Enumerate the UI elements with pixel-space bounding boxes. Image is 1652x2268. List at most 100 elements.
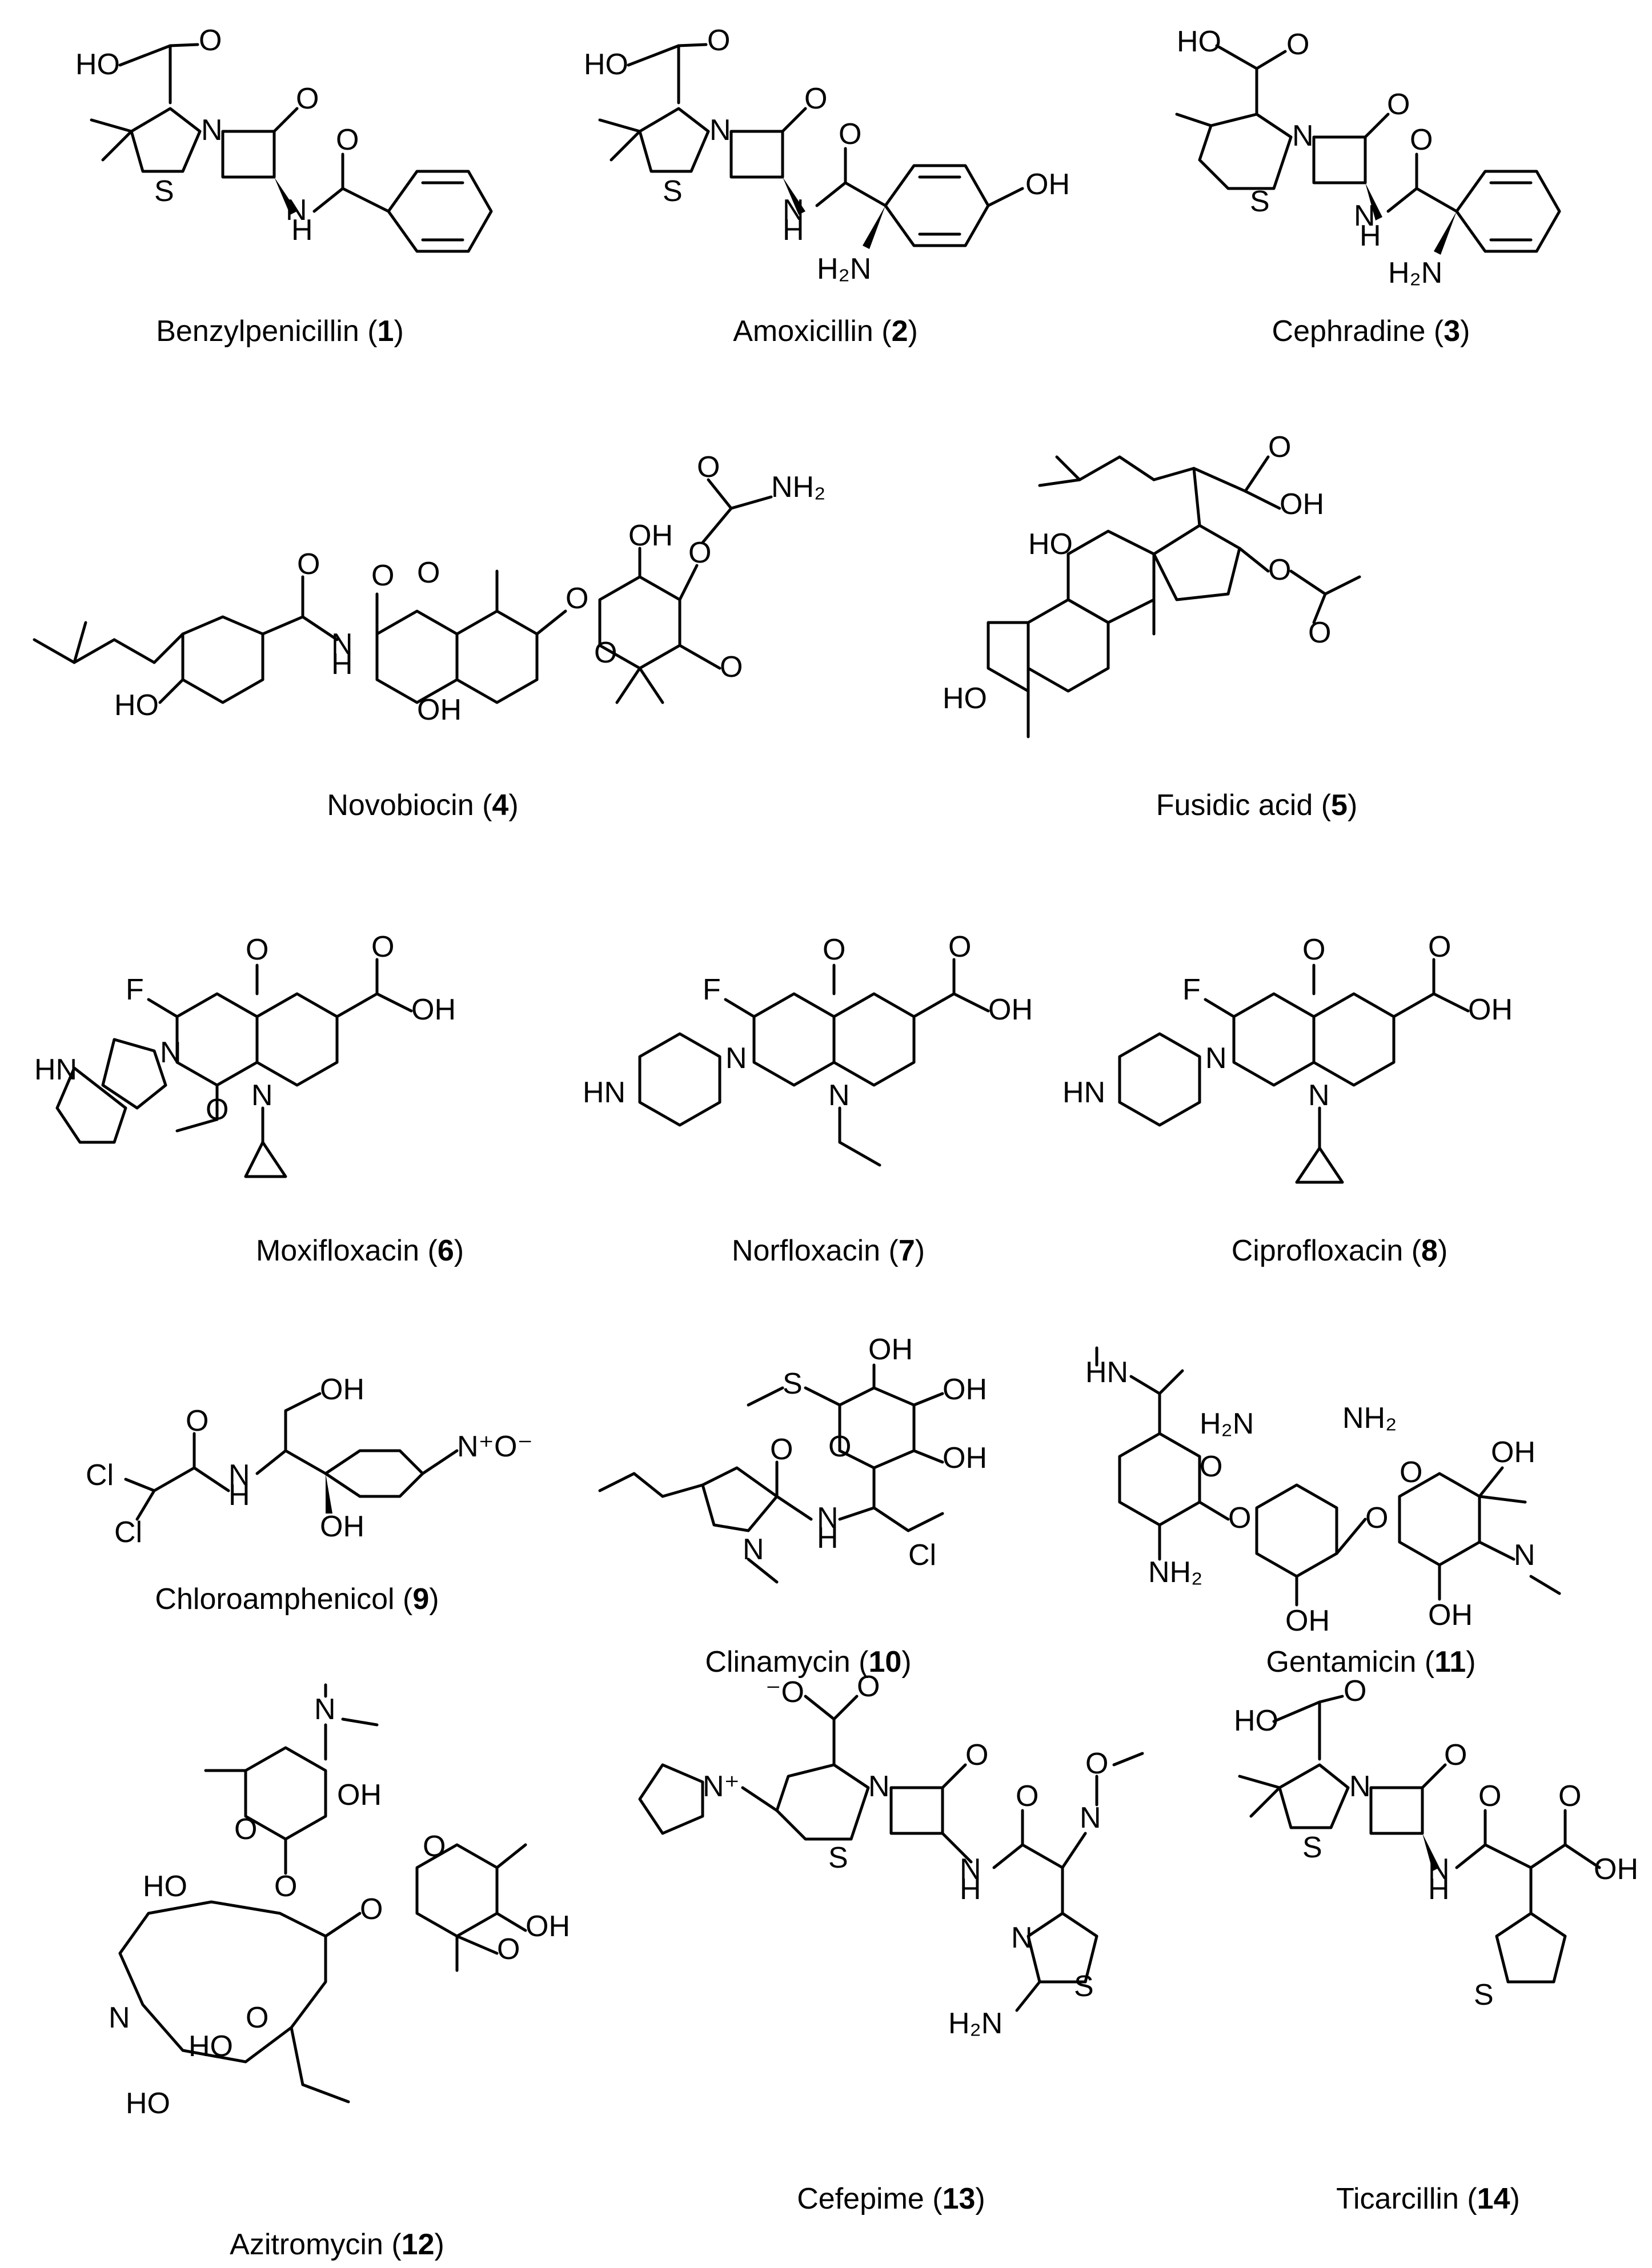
atom-label: OH [1428, 1599, 1473, 1632]
atom-label: O [1344, 1675, 1366, 1708]
atom-label: H [960, 1873, 981, 1906]
atom-label: O [720, 651, 743, 684]
atom-label: O [828, 1430, 851, 1463]
atom-label: H [783, 214, 804, 247]
compound-number: 11 [1434, 1645, 1466, 1679]
atom-label: H [228, 1479, 250, 1512]
compound-number: 3 [1444, 315, 1461, 348]
atom-label: O [423, 1830, 446, 1863]
compound-number: 8 [1421, 1234, 1438, 1267]
compound-caption: Cefepime (13) [797, 2182, 985, 2215]
atom-label: OH [1491, 1436, 1535, 1469]
compound-name: Ticarcillin [1336, 2182, 1459, 2215]
atom-label: HO [114, 689, 159, 722]
atom-label: HO [1234, 1704, 1278, 1737]
compound-caption: Ticarcillin (14) [1336, 2182, 1520, 2215]
atom-label: OH [417, 693, 462, 726]
atom-label: S [828, 1841, 848, 1874]
atom-label: O [804, 82, 827, 115]
atom-label: H [817, 1522, 839, 1555]
compound-name: Cefepime [797, 2182, 924, 2215]
atom-label: S [663, 175, 683, 208]
atom-label: NH₂ [1342, 1402, 1397, 1435]
atom-label: Cl [86, 1459, 114, 1492]
gentamicin-structure: HN O NH₂ O H₂N NH₂ OH O O OH OH N [1085, 1346, 1561, 1637]
atom-label: N [331, 628, 353, 661]
atom-label: O [417, 556, 440, 589]
atom-label: OH [1280, 488, 1324, 521]
atom-label: N [743, 1533, 764, 1566]
atom-label: N [1308, 1079, 1330, 1112]
atom-label: OH [1594, 1853, 1638, 1886]
compound-number: 9 [412, 1583, 430, 1616]
atom-label: O [1428, 930, 1451, 964]
atom-label: O [857, 1670, 880, 1703]
atom-label: O [246, 933, 268, 966]
atom-label: S [1074, 1970, 1094, 2003]
atom-label: O [1286, 28, 1309, 61]
atom-label: HO [1028, 528, 1073, 561]
atom-label: HO [189, 2030, 233, 2063]
atom-label: N [201, 114, 223, 147]
atom-label: N [1354, 199, 1376, 232]
ciprofloxacin-structure: O O OH F N N HN [1062, 930, 1513, 1184]
atom-label: O [274, 1870, 297, 1903]
atom-label: S [783, 1367, 803, 1400]
amoxicillin-structure: HO O S N O H N O H₂N OH [584, 24, 1070, 286]
atom-label: O [1016, 1780, 1038, 1813]
moxifloxacin-structure: O O OH F N O N HN [34, 930, 456, 1178]
compound-number: 5 [1331, 789, 1348, 822]
atom-label: OH [526, 1910, 570, 1943]
atom-label: OH [1025, 168, 1070, 201]
atom-label: O [360, 1893, 383, 1926]
compound-caption: Norfloxacin (7) [731, 1234, 925, 1267]
atom-label: NH₂ [771, 471, 825, 504]
atom-label: OH [868, 1333, 913, 1366]
atom-label: HO [126, 2087, 170, 2120]
compound-caption: Fusidic acid (5) [1156, 789, 1358, 822]
atom-label: O [1268, 553, 1291, 587]
atom-label: HO [943, 682, 987, 715]
atom-label: O [823, 933, 845, 966]
compound-number: 13 [942, 2182, 976, 2215]
compound-name: Amoxicillin [733, 315, 873, 348]
atom-label: H [331, 648, 353, 681]
atom-label: O [1302, 933, 1325, 966]
atom-label: N [1428, 1853, 1450, 1886]
compound-number: 10 [868, 1645, 902, 1679]
ticarcillin-structure: HO O S N O H N O O OH S [1234, 1675, 1638, 2012]
novobiocin-structure: HO O H N O O OH O O OH O O NH₂ O [33, 451, 825, 726]
atom-label: S [1302, 1831, 1322, 1864]
atom-label: OH [320, 1510, 364, 1543]
chloroamphenicol-structure: Cl Cl O H N OH OH N⁺O⁻ [86, 1373, 533, 1549]
compound-name: Cephradine [1272, 315, 1426, 348]
atom-label: O [234, 1813, 257, 1846]
atom-label: O [199, 24, 222, 57]
compound-name: Moxifloxacin [255, 1234, 420, 1267]
compound-caption: Gentamicin (11) [1266, 1645, 1476, 1679]
compound-name: Norfloxacin [731, 1234, 881, 1267]
atom-label: H₂N [1200, 1407, 1254, 1440]
atom-label: OH [943, 1373, 987, 1406]
atom-label: N [868, 1770, 890, 1803]
atom-label: N [725, 1042, 747, 1075]
compound-name: Gentamicin [1266, 1645, 1417, 1679]
atom-label: O [206, 1093, 228, 1126]
atom-label: O [1228, 1502, 1251, 1535]
atom-label: Cl [114, 1516, 142, 1549]
norfloxacin-structure: O O OH F N N HN [583, 930, 1033, 1167]
atom-label: O [839, 118, 861, 151]
atom-label: O [948, 930, 971, 964]
atom-label: O [1478, 1780, 1501, 1813]
atom-label: S [154, 175, 174, 208]
atom-label: HN [1062, 1076, 1105, 1109]
atom-label: N [286, 194, 307, 227]
atom-label: N [314, 1693, 336, 1726]
atom-label: O [566, 582, 588, 615]
atom-label: N⁺O⁻ [457, 1430, 533, 1463]
atom-label: F [1182, 973, 1201, 1006]
atom-label: N⁺ [703, 1770, 740, 1803]
atom-label: O [707, 24, 730, 57]
fusidic-acid-structure: O OH O O HO HO [943, 431, 1361, 738]
compound-name: Chloroamphenicol [155, 1583, 395, 1616]
